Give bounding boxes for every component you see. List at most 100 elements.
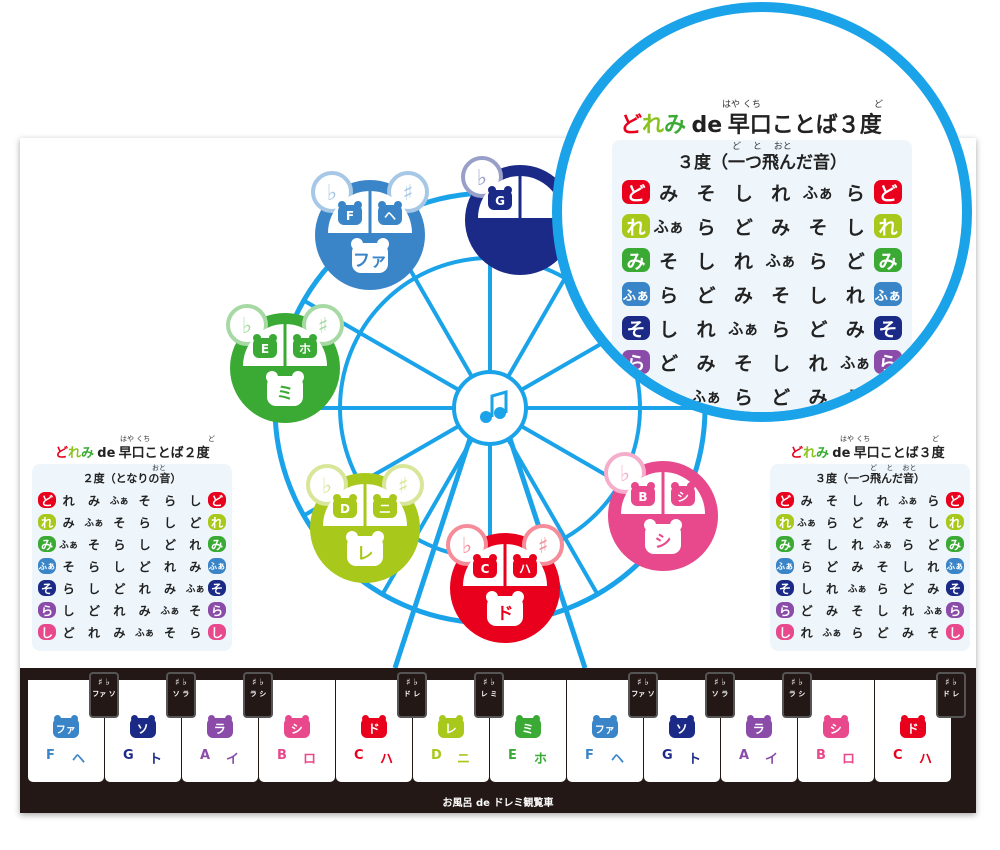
black-key[interactable]: ♯ ♭ソ ラ [705, 672, 735, 718]
table-row: そしれふぁらどみそ [770, 580, 970, 596]
syllable: み [163, 581, 176, 596]
table-row: どれみふぁそらしど [32, 492, 232, 508]
note-badge: そ [38, 580, 56, 596]
syllable: れ [845, 284, 865, 307]
syllable: ど [901, 581, 914, 596]
black-key[interactable]: ♯ ♭ド レ [397, 672, 427, 718]
syllable: ら [851, 625, 864, 640]
flat-sign-icon-label: ♭ [477, 166, 487, 191]
syllable: ど [696, 284, 716, 307]
solfege-cat-icon: ド [360, 715, 387, 738]
syllable: ど [62, 625, 75, 640]
title-mi: み [81, 446, 95, 461]
key-letter: E [508, 748, 517, 763]
sharp-sign-icon-label: ♯ [403, 181, 414, 206]
key-iroha: ハ [380, 752, 394, 767]
note-badge: ら [945, 602, 964, 618]
syllable: し [113, 559, 126, 574]
syllable: ふぁ [898, 496, 918, 507]
syllable: そ [189, 603, 202, 618]
syllable: ど [113, 581, 126, 596]
key-iroha: イ [226, 752, 240, 767]
syllable: し [845, 216, 865, 239]
black-key-names: ド レ [942, 690, 960, 698]
key-letter: F [46, 748, 55, 763]
syllable: ら [845, 182, 865, 205]
syllable: ら [659, 284, 679, 307]
flat-sign-icon-label: ♭ [322, 474, 332, 499]
syllable: そ [901, 515, 914, 530]
table-row: しれふぁらどみそし [770, 624, 970, 640]
note-badge: し [207, 624, 226, 640]
black-key-accidentals: ♯ ♭ [714, 678, 726, 688]
key-letter: D [431, 748, 442, 763]
black-key-names: ファ ソ [92, 690, 116, 698]
gondola-iroha: ヘ [384, 209, 396, 223]
title-de: de [97, 446, 116, 461]
note-badge: ど [207, 492, 226, 508]
solfege-cat-icon: ファ [591, 715, 618, 738]
black-key[interactable]: ♯ ♭ソ ラ [166, 672, 196, 718]
syllable: ふぁ [802, 184, 834, 202]
syllable: れ [851, 537, 864, 552]
note-badge: そ [622, 316, 650, 341]
flat-sign-icon-label: ♭ [620, 462, 630, 487]
key-iroha: ホ [534, 752, 548, 767]
syllable: ふぁ [160, 606, 180, 617]
note-badge: み [38, 536, 56, 552]
title-rest: 早口ことば３度 [853, 446, 945, 461]
syllable: ふぁ [109, 496, 129, 507]
black-key-names: ド レ [403, 690, 421, 698]
flat-sign-icon-label: ♭ [242, 314, 252, 339]
title-mi: み [664, 113, 687, 138]
footer-title: お風呂 de ドレミ観覧車 [442, 798, 554, 809]
syllable: れ [771, 182, 791, 205]
black-key[interactable]: ♯ ♭ラ シ [782, 672, 812, 718]
note-badge: ふぁ [622, 282, 650, 306]
gondola-letter: B [638, 490, 647, 504]
syllable: ふぁ [822, 628, 842, 639]
black-key-names: ソ ラ [172, 690, 190, 698]
black-key[interactable]: ♯ ♭ド レ [936, 672, 966, 718]
title-de: de [832, 446, 851, 461]
music-note-icon [480, 390, 508, 423]
syllable: み [851, 559, 864, 574]
black-key-names: レ ミ [480, 690, 498, 698]
syllable: れ [659, 386, 679, 409]
gondola-iroha: ホ [299, 342, 311, 356]
note-badge: み [873, 248, 902, 273]
black-key-names: ラ シ [249, 690, 267, 698]
syllable: ら [62, 581, 75, 596]
table-row: どみそしれふぁらど [770, 492, 970, 508]
note-badge: れ [622, 214, 650, 239]
black-key-names: ラ シ [788, 690, 806, 698]
black-key[interactable]: ♯ ♭ラ シ [243, 672, 273, 718]
black-key[interactable]: ♯ ♭レ ミ [474, 672, 504, 718]
syllable: ら [696, 216, 716, 239]
black-key[interactable]: ♯ ♭ファ ソ [89, 672, 119, 718]
solfege-cat-icon: レ [437, 715, 464, 738]
key-letter: A [200, 748, 211, 763]
wheel-hub [452, 370, 528, 446]
key-letter: B [816, 748, 826, 763]
key-letter: C [354, 748, 364, 763]
syllable: れ [733, 250, 753, 273]
title-re: れ [68, 446, 82, 461]
syllable: ど [845, 250, 865, 273]
syllable: ど [659, 352, 679, 375]
black-key[interactable]: ♯ ♭ファ ソ [628, 672, 658, 718]
note-badge: ら [622, 350, 650, 375]
syllable: ど [771, 386, 791, 409]
syllable: し [851, 493, 864, 508]
table-card: ３度（一つ飛んだ音）ど と おとどみそしれふぁらどれふぁらどみそしれみそしれふぁ… [612, 140, 912, 412]
syllable: し [901, 559, 914, 574]
syllable: ど [825, 559, 838, 574]
syllable: し [696, 250, 716, 273]
syllable: ふぁ [797, 518, 817, 529]
note-badge: ど [873, 180, 902, 205]
gondola-iroha: ニ [379, 502, 391, 516]
